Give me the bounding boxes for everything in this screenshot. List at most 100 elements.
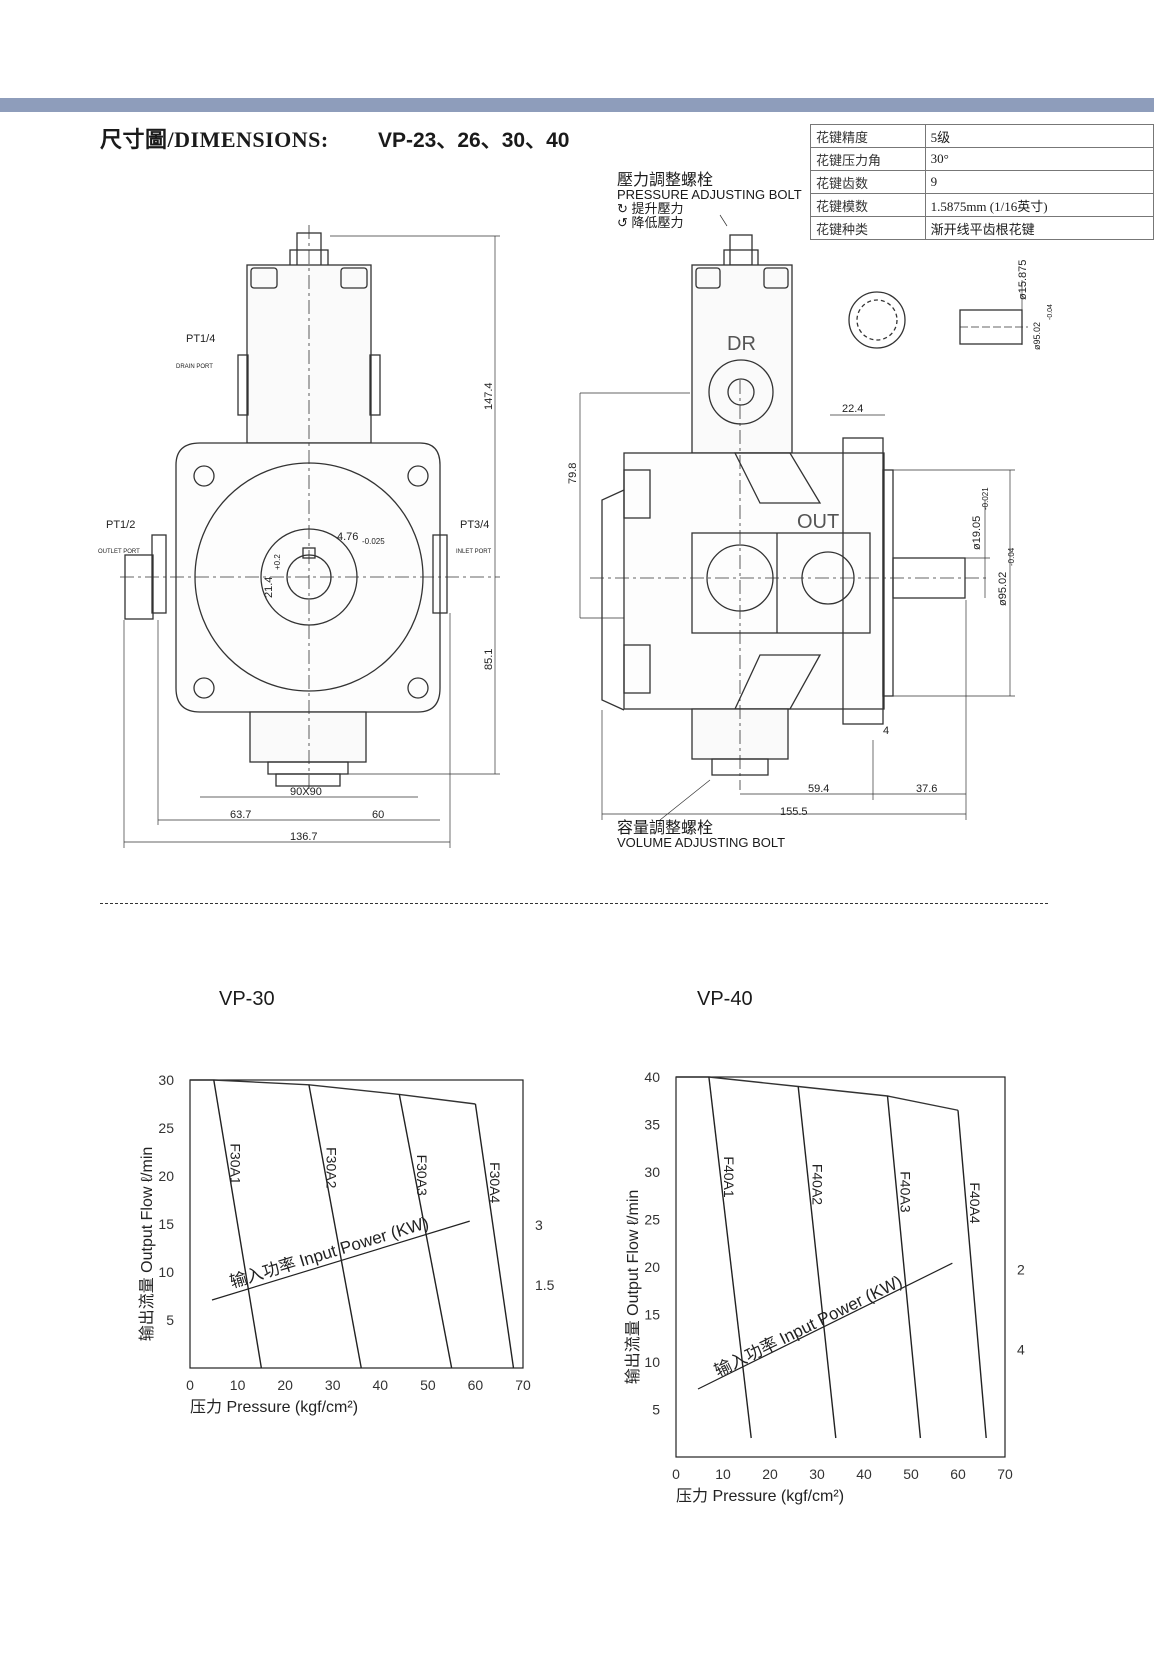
- series-line: [957, 1110, 987, 1439]
- series-line: [797, 1086, 837, 1439]
- dim-shaft-tol: -0.021: [981, 487, 990, 510]
- outlet-port-label: PT1/2: [106, 519, 135, 531]
- series-line: [474, 1103, 515, 1369]
- x-tick-label: 60: [950, 1466, 966, 1482]
- series-line: [708, 1076, 752, 1439]
- x-axis-label: 压力 Pressure (kgf/cm²): [190, 1398, 358, 1416]
- x-tick-label: 0: [186, 1377, 194, 1393]
- power-curve-label: 输入功率 Input Power (KW): [228, 1213, 431, 1292]
- dim-spline-pilot: ø95.02: [1032, 322, 1042, 350]
- dim-len-a: 59.4: [808, 783, 829, 795]
- dim-keyway-tol: -0.025: [362, 537, 385, 546]
- series-label: F40A4: [967, 1182, 983, 1223]
- y-axis-label: 输出流量 Output Flow ℓ/min: [624, 1190, 642, 1385]
- dim-side-height: 79.8: [567, 463, 579, 484]
- y-tick-label: 15: [644, 1307, 660, 1323]
- side-view: [579, 214, 1028, 821]
- y-tick-label: 15: [158, 1216, 174, 1232]
- y-tick-label: 35: [644, 1117, 660, 1133]
- dim-len-total: 155.5: [780, 806, 808, 818]
- series-line: [398, 1094, 453, 1369]
- rotate-cw-icon: ↻: [617, 201, 628, 216]
- series-label: F30A4: [487, 1162, 503, 1203]
- y-tick-label: 20: [158, 1168, 174, 1184]
- right-axis-tick: 4: [1017, 1341, 1025, 1357]
- x-tick-label: 50: [903, 1466, 919, 1482]
- x-axis-label: 压力 Pressure (kgf/cm²): [676, 1487, 844, 1505]
- x-tick-label: 0: [672, 1466, 680, 1482]
- dim-pilot: ø95.02: [997, 572, 1009, 606]
- top-color-bar: [0, 98, 1154, 112]
- series-label: F40A3: [898, 1171, 914, 1212]
- y-tick-label: 5: [166, 1312, 174, 1328]
- inlet-port-label: PT3/4: [460, 519, 489, 531]
- y-tick-label: 10: [644, 1354, 660, 1370]
- dim-shaft: ø19.05: [971, 516, 983, 550]
- series-line: [886, 1095, 922, 1439]
- x-tick-label: 30: [809, 1466, 825, 1482]
- pressure-bolt-note: 壓力調整螺栓 PRESSURE ADJUSTING BOLT ↻ 提升壓力 ↺ …: [617, 172, 802, 230]
- outlet-port-sub: OUTLET PORT: [98, 549, 140, 555]
- x-tick-label: 10: [715, 1466, 731, 1482]
- table-row: 花键种类渐开线平齿根花键: [810, 216, 1154, 240]
- inlet-port-sub: INLET PORT: [456, 549, 491, 555]
- x-tick-label: 70: [997, 1466, 1013, 1482]
- drain-port-sub: DRAIN PORT: [176, 364, 213, 370]
- series-label: F30A2: [323, 1147, 339, 1188]
- series-line: [308, 1084, 362, 1369]
- pressure-bolt-en: PRESSURE ADJUSTING BOLT: [617, 187, 802, 202]
- series-label: F30A1: [227, 1143, 243, 1184]
- power-curve-label: 输入功率 Input Power (KW): [711, 1272, 905, 1381]
- y-tick-label: 30: [158, 1072, 174, 1088]
- rotate-ccw-icon: ↺: [617, 215, 628, 230]
- y-tick-label: 40: [644, 1069, 660, 1085]
- series-label: F40A2: [809, 1164, 825, 1205]
- plot-frame: [675, 1076, 1006, 1458]
- x-tick-label: 40: [856, 1466, 872, 1482]
- volume-bolt-note: 容量調整螺栓 VOLUME ADJUSTING BOLT: [617, 820, 786, 850]
- y-tick-label: 25: [644, 1212, 660, 1228]
- dim-right: 60: [372, 809, 384, 821]
- out-label: OUT: [797, 511, 839, 533]
- x-tick-label: 20: [762, 1466, 778, 1482]
- right-axis-tick: 3: [535, 1217, 543, 1233]
- volume-bolt-en: VOLUME ADJUSTING BOLT: [617, 835, 786, 850]
- right-axis-tick: 2: [1017, 1262, 1025, 1278]
- y-tick-label: 25: [158, 1120, 174, 1136]
- max-flow-curve: [190, 1079, 476, 1105]
- model-list: VP-23、26、30、40: [378, 129, 570, 152]
- chart-title-vp30: VP-30: [219, 988, 275, 1010]
- power-curve: [211, 1220, 470, 1301]
- pressure-bolt-cn: 壓力調整螺栓: [617, 172, 714, 189]
- front-view: [120, 225, 500, 848]
- x-tick-label: 40: [372, 1377, 388, 1393]
- x-tick-label: 70: [515, 1377, 531, 1393]
- power-curve: [697, 1262, 953, 1390]
- max-flow-curve: [676, 1076, 959, 1111]
- drain-port-label: PT1/4: [186, 333, 215, 345]
- dim-bore-tol: +0.2: [273, 554, 282, 570]
- dim-left: 63.7: [230, 809, 251, 821]
- x-tick-label: 50: [420, 1377, 436, 1393]
- volume-bolt-cn: 容量調整螺栓: [617, 820, 714, 837]
- y-tick-label: 30: [644, 1164, 660, 1180]
- dim-square: 90X90: [290, 786, 322, 798]
- plot-frame: [189, 1079, 524, 1369]
- series-label: F30A3: [414, 1155, 430, 1196]
- pressure-up-label: 提升壓力: [631, 201, 684, 216]
- right-axis-tick: 1.5: [535, 1277, 555, 1293]
- dim-bore: 21.4: [263, 577, 275, 598]
- dim-height-bottom: 85.1: [483, 649, 495, 670]
- dim-flange: 22.4: [842, 403, 863, 415]
- pressure-down-label: 降低壓力: [631, 215, 684, 230]
- dim-gap: 4: [883, 725, 889, 737]
- chart-title-vp40: VP-40: [697, 988, 753, 1010]
- y-axis-label: 输出流量 Output Flow ℓ/min: [138, 1147, 156, 1342]
- series-label: F40A1: [721, 1156, 737, 1197]
- pump-body: [175, 442, 441, 713]
- dim-overall: 136.7: [290, 831, 318, 843]
- dim-spline-pilot-tol: -0.04: [1047, 304, 1054, 320]
- dim-height-top: 147.4: [483, 382, 495, 410]
